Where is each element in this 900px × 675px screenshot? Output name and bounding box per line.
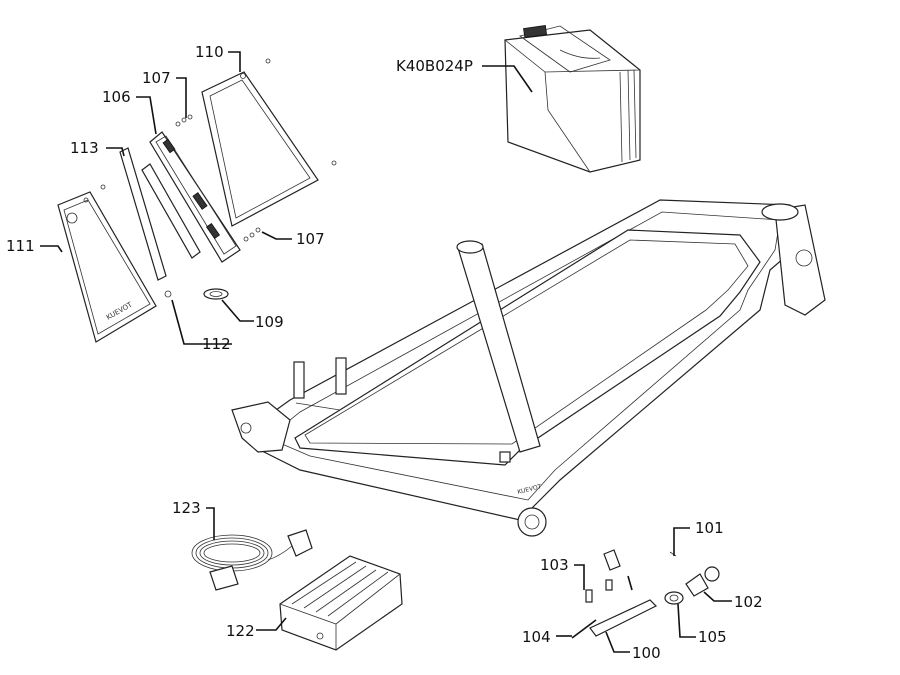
label-110: 110 <box>195 43 224 61</box>
label-102: 102 <box>734 593 763 611</box>
screw-112 <box>164 290 172 298</box>
charger-122 <box>279 555 403 651</box>
label-battery-model: K40B024P <box>396 57 473 75</box>
grommet-109 <box>203 288 229 300</box>
part-labels: 110 107 106 113 111 K40B024P 107 109 112… <box>6 43 763 662</box>
battery-pack <box>504 25 641 173</box>
label-123: 123 <box>172 499 201 517</box>
label-106: 106 <box>102 88 131 106</box>
label-105: 105 <box>698 628 727 646</box>
label-109: 109 <box>255 313 284 331</box>
label-104: 104 <box>522 628 551 646</box>
label-100: 100 <box>632 644 661 662</box>
charger-cable-123 <box>191 529 313 591</box>
label-107-bottom: 107 <box>296 230 325 248</box>
label-111: 111 <box>6 237 35 255</box>
lock-assembly <box>571 549 720 639</box>
label-101: 101 <box>695 519 724 537</box>
controller-board-106 <box>141 131 241 263</box>
leader-lines <box>40 51 732 653</box>
label-107-top: 107 <box>142 69 171 87</box>
label-103: 103 <box>540 556 569 574</box>
label-122: 122 <box>226 622 255 640</box>
side-cover-111: KUEVOT <box>57 184 157 343</box>
bike-frame: KUEVOT <box>231 199 826 537</box>
battery-cover-110 <box>201 58 337 227</box>
label-113: 113 <box>70 139 99 157</box>
seal-strip-113 <box>119 147 167 281</box>
label-112: 112 <box>202 335 231 353</box>
screws-107 <box>175 114 261 242</box>
